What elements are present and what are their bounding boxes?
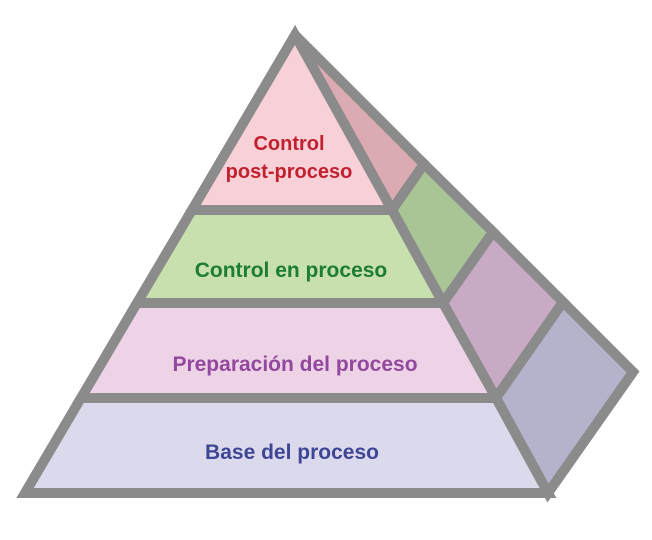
level-1-label-line-1: Control: [253, 133, 324, 155]
level-2-label: Control en proceso: [195, 259, 388, 282]
level-2-front-face: [128, 205, 452, 308]
level-4-label: Base del proceso: [205, 441, 379, 464]
level-1-label-line-2: post-proceso: [226, 161, 353, 183]
level-3-label: Preparación del proceso: [172, 353, 417, 376]
level-3-front-face: [72, 298, 505, 403]
level-4-front-face: [16, 393, 557, 498]
